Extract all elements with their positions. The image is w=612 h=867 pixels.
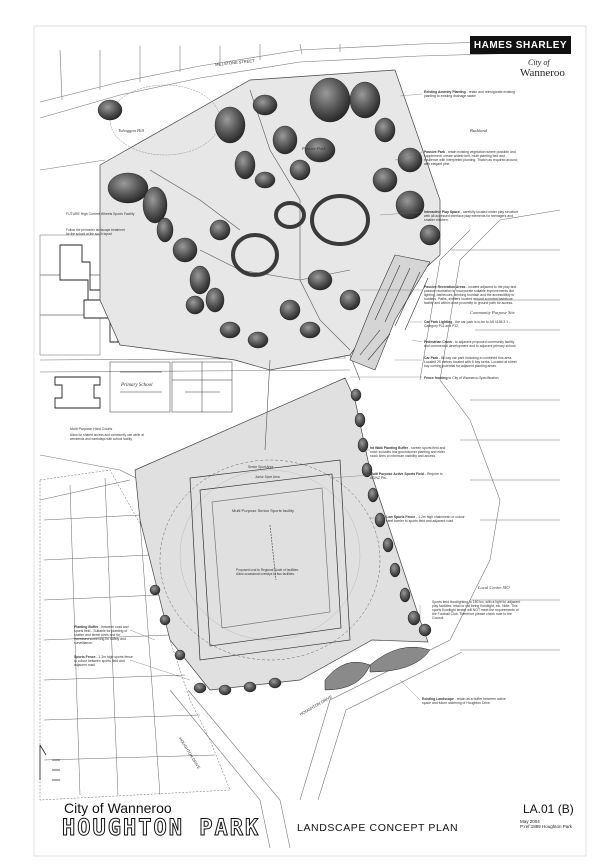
context-streets xyxy=(39,39,561,849)
note-sports-field: Multi Purpose Active Sports Field - Requ… xyxy=(370,472,443,480)
school-buildings xyxy=(54,244,136,409)
playing-field xyxy=(189,459,351,661)
label-sports-facility: Multi Purpose Senior Sports facility xyxy=(232,508,295,513)
label-future-school: FUTURE High Current Wheels Sports Facili… xyxy=(66,212,135,216)
drawing-date: May 2004 P:ref:1889 Houghton Park xyxy=(520,819,572,829)
note-existing-landscape: Existing Landscape - retain as a buffer … xyxy=(422,697,506,705)
title-plan: LANDSCAPE CONCEPT PLAN xyxy=(297,822,459,834)
north-arrow xyxy=(39,744,60,781)
label-local-centre: Local Centre SIO xyxy=(478,585,510,590)
note-planting-buffer: Planting Buffer - between road and sport… xyxy=(74,625,129,645)
tree-canopies xyxy=(97,77,441,349)
title-city: City of Wanneroo xyxy=(64,800,172,816)
label-passive-park: Passive Park xyxy=(302,146,326,151)
label-oval: Senior Sport Area xyxy=(248,465,274,469)
label-primary-school: Primary School xyxy=(121,383,153,388)
note-passive-recreation: Passive Recreation Areas - located adjac… xyxy=(424,285,517,305)
sports-oval xyxy=(159,459,381,661)
file-ref: P:ref:1889 Houghton Park xyxy=(520,824,573,829)
note-pedestrian-cross: Pedestrian Cross - to adjacent proposed … xyxy=(424,340,517,348)
firm-logo: HAMES SHARLEY xyxy=(470,36,571,54)
buffer-planting xyxy=(149,388,432,696)
label-sports-note: Proposed oval to Regional Scale of facil… xyxy=(236,568,299,576)
drawing-code: LA.01 (B) xyxy=(523,802,574,816)
note-car-park-lighting: Car Park Lighting - the car park is to b… xyxy=(424,320,511,328)
leader-lines xyxy=(129,93,423,701)
label-follow-fence: Follow the perimeter landscape treatment… xyxy=(66,228,125,236)
label-bushland: Bushland xyxy=(470,128,488,133)
sports-site xyxy=(134,377,429,691)
note-walk-planting: Int Walk Planting Buffer - screen sports… xyxy=(370,446,446,458)
sheet-frame xyxy=(33,25,587,857)
car-park xyxy=(349,254,431,371)
date: May 2004 xyxy=(520,819,540,824)
note-sports-fence: Sports Fence - 1.2m high sports fence to… xyxy=(74,655,133,667)
label-toboggan: Toboggan Hill xyxy=(118,128,144,133)
label-multi-courts-note: Allow for shared access and community us… xyxy=(70,433,144,441)
note-passive-park: Passive Park - retain existing vegetatio… xyxy=(424,150,518,166)
client-large: Wanneroo xyxy=(520,67,565,79)
label-community: Community Purpose Site xyxy=(470,310,515,315)
note-fence-fronting: Fence fronting to City of Wanneroo Speci… xyxy=(424,376,500,380)
label-multi-courts: Multi Purpose Hard Courts xyxy=(70,427,113,431)
client-small: City of xyxy=(528,58,550,67)
label-oval-inner: Junior Sport Area xyxy=(255,475,280,479)
client-logo: City of Wanneroo xyxy=(520,58,565,79)
note-car-park: Car Park - 80 bay car park including a c… xyxy=(424,356,517,368)
title-park: HOUGHTON PARK xyxy=(61,816,261,842)
play-rings xyxy=(231,194,370,277)
note-existing-amenity: Existing Amenity Planting - retain and r… xyxy=(424,90,515,98)
existing-landscape xyxy=(324,646,431,691)
note-play-space: Interactive Play Space - carefully locat… xyxy=(424,210,519,222)
note-low-fence: Low Sports Fence - 1.2m high chainmesh o… xyxy=(386,515,465,523)
school-courts xyxy=(109,361,233,413)
note-floodlighting: Sports field floodlighting to 150 lux, w… xyxy=(432,600,521,620)
